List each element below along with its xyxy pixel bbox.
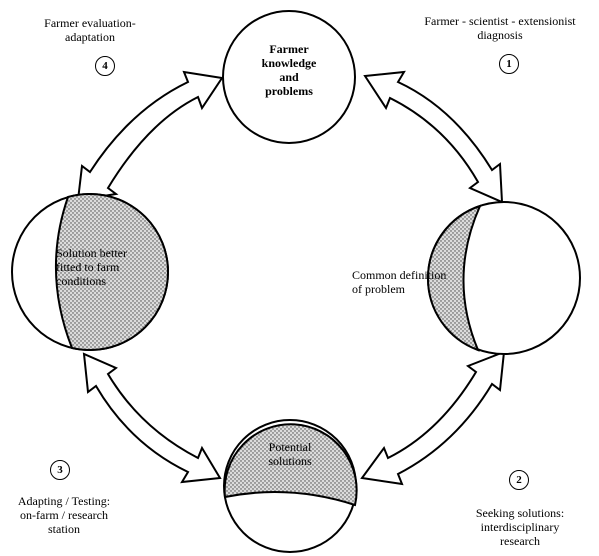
node-top-line-4: problems <box>265 84 313 98</box>
stage-3-line-1: Adapting / Testing: <box>17 494 111 508</box>
node-bottom-line-1: Potential <box>268 440 312 454</box>
arrow-top-left <box>76 70 224 202</box>
node-right-line-1: Common definition <box>352 268 447 282</box>
node-right-label: Common definition of problem <box>352 268 462 296</box>
stage-1-line-1: Farmer - scientist - extensionist <box>424 14 576 28</box>
arrow-top-right <box>363 70 504 204</box>
stage-1-line-2: diagnosis <box>477 28 523 42</box>
node-top-circle <box>222 10 356 144</box>
stage-2-line-1: Seeking solutions: <box>475 506 565 520</box>
node-left-line-2: fitted to farm <box>56 260 120 274</box>
stage-4-label: Farmer evaluation- adaptation <box>30 16 150 44</box>
stage-2-line-3: research <box>500 534 540 548</box>
stage-3-number-icon: 3 <box>50 460 70 480</box>
node-right-circle <box>426 201 581 355</box>
arrow-bottom-right <box>360 350 506 486</box>
node-left-circle <box>11 192 169 352</box>
node-bottom-label: Potential solutions <box>250 440 330 468</box>
stage-3-line-3: station <box>48 522 80 536</box>
node-top-line-3: and <box>279 70 299 84</box>
stage-4-number-icon: 4 <box>95 56 115 76</box>
stage-2-number-icon: 2 <box>509 470 529 490</box>
node-left-line-3: conditions <box>56 274 106 288</box>
stage-3-line-2: on-farm / research <box>20 508 108 522</box>
stage-1-number-icon: 1 <box>499 54 519 74</box>
node-bottom-circle <box>223 419 358 553</box>
node-left-line-1: Solution better <box>56 246 127 260</box>
node-bottom-line-2: solutions <box>268 454 312 468</box>
stage-4-line-2: adaptation <box>65 30 115 44</box>
node-top-label: Farmer knowledge and problems <box>244 42 334 98</box>
node-top-line-2: knowledge <box>261 56 317 70</box>
stage-2-line-2: interdisciplinary <box>480 520 560 534</box>
stage-4-line-1: Farmer evaluation- <box>44 16 136 30</box>
stage-1-label: Farmer - scientist - extensionist diagno… <box>405 14 595 42</box>
node-top-line-1: Farmer <box>269 42 309 56</box>
arrow-bottom-left <box>82 352 222 484</box>
stage-2-label: Seeking solutions: interdisciplinary res… <box>455 506 585 548</box>
stage-3-label: Adapting / Testing: on-farm / research s… <box>0 494 128 536</box>
node-left-label: Solution better fitted to farm condition… <box>56 246 176 288</box>
node-right-line-2: of problem <box>352 282 405 296</box>
